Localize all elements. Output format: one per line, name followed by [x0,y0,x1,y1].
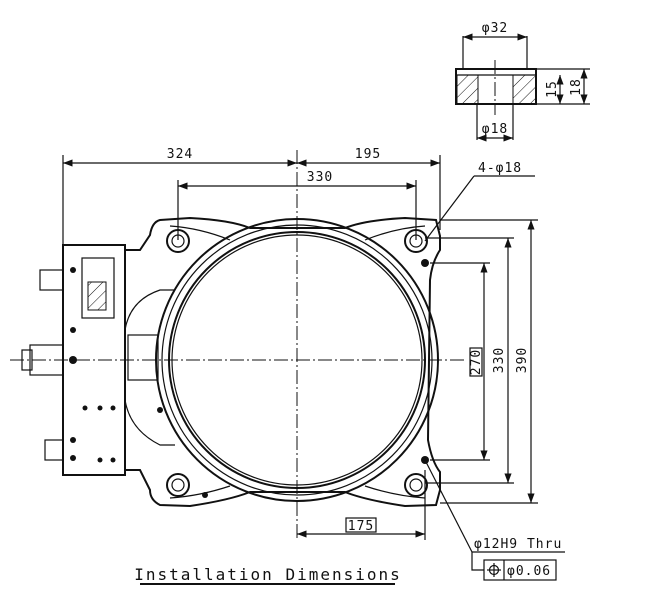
top-dimensions: 324 195 330 [62,147,441,245]
right-dimensions: 270 330 390 [425,219,538,504]
position-tolerance-icon [487,563,501,577]
section-detail: φ32 φ18 15 18 [455,21,590,142]
dim-330-vertical: 330 [492,347,507,373]
dim-270: 270 [469,349,484,375]
dim-175: 175 [348,519,374,534]
actuator-body [10,150,465,540]
pin-hole-callout: φ12H9 Thru [474,537,562,552]
depth-18-label: 18 [569,78,584,96]
dim-324: 324 [167,147,193,162]
drawing-title: Installation Dimensions [134,565,402,584]
tolerance-frame [483,559,557,581]
bottom-dimension: 175 [297,470,426,540]
dim-330-horizontal: 330 [307,170,333,185]
counterbore-diameter-label: φ32 [482,21,508,36]
depth-15-label: 15 [545,80,560,98]
hole-diameter-label: φ18 [482,122,508,137]
dim-390: 390 [515,347,530,373]
mount-holes-callout: 4-φ18 [478,161,522,176]
dim-195: 195 [355,147,381,162]
callouts: 4-φ18 φ12H9 Thru φ0.06 [424,161,565,581]
position-tolerance-value: φ0.06 [507,564,551,579]
